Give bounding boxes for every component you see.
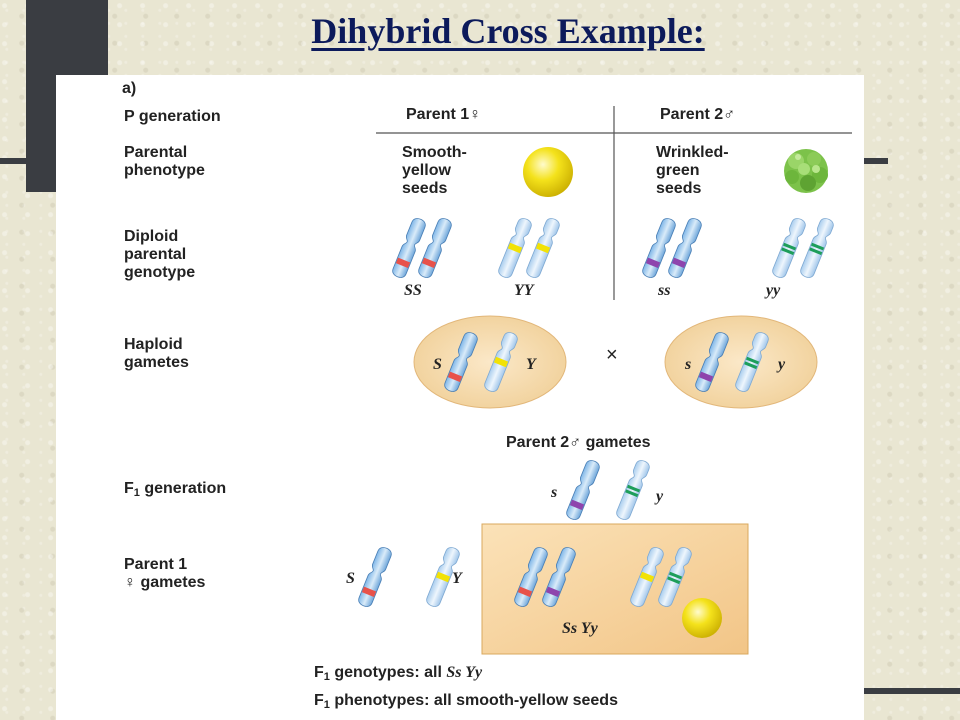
parent1-SS-chromosome-pair bbox=[390, 216, 454, 280]
f1-offspring-genotype: Ss Yy bbox=[562, 620, 598, 637]
gamete-allele-Y: Y bbox=[526, 356, 536, 373]
f1-p1-allele-S: S bbox=[346, 570, 355, 587]
f1-parent2-gamete-chromosomes bbox=[564, 458, 652, 522]
decor-line-right bbox=[862, 158, 888, 164]
genotype-SS: SS bbox=[404, 282, 422, 299]
parent1-header: Parent 1♀ bbox=[406, 106, 482, 123]
genotype-YY: YY bbox=[514, 282, 534, 299]
f1-phenotypes-summary: F1 phenotypes: all smooth-yellow seeds bbox=[314, 692, 618, 711]
genotype-yy: yy bbox=[766, 282, 781, 299]
parent2-ss-chromosome-pair bbox=[640, 216, 704, 280]
f1-p2-allele-y: y bbox=[656, 488, 664, 505]
yellow-seed-icon bbox=[523, 147, 573, 197]
row-label-p-generation: P generation bbox=[124, 108, 221, 125]
row-label-f1-generation: F1 generation bbox=[124, 480, 227, 499]
gamete-allele-y: y bbox=[778, 356, 786, 373]
parent1-phenotype: Smooth- yellow seeds bbox=[402, 144, 467, 197]
f1-p2-allele-s: s bbox=[551, 484, 558, 501]
parent2-phenotype: Wrinkled- green seeds bbox=[656, 144, 729, 197]
row-label-parent1-gametes: Parent 1♀ gametes bbox=[124, 556, 206, 591]
panel-label: a) bbox=[122, 80, 137, 97]
f1-parent2-gametes-header: Parent 2♂ gametes bbox=[506, 434, 651, 451]
row-label-haploid-gametes: Haploid gametes bbox=[124, 336, 189, 371]
row-label-diploid-genotype: Diploid parental genotype bbox=[124, 228, 196, 281]
offspring-yellow-seed-icon bbox=[682, 598, 722, 638]
decor-line-left bbox=[0, 158, 60, 164]
f1-p1-allele-Y: Y bbox=[452, 570, 462, 587]
decor-line-bottom-right bbox=[862, 688, 960, 694]
row-label-parental-phenotype: Parental phenotype bbox=[124, 144, 205, 179]
parent1-YY-chromosome-pair bbox=[496, 216, 562, 280]
parent2-header: Parent 2♂ bbox=[660, 106, 736, 123]
genotype-ss: ss bbox=[658, 282, 671, 299]
f1-genotypes-summary: F1 genotypes: all Ss Yy bbox=[314, 664, 483, 683]
cross-symbol: × bbox=[606, 344, 618, 366]
parent2-yy-chromosome-pair bbox=[770, 216, 836, 280]
f1-parent1-gamete-chromosomes bbox=[356, 545, 462, 609]
slide-title: Dihybrid Cross Example: bbox=[311, 11, 705, 51]
green-wrinkled-seed-icon bbox=[784, 149, 828, 193]
gamete-allele-s: s bbox=[685, 356, 692, 373]
gamete-allele-S: S bbox=[433, 356, 442, 373]
